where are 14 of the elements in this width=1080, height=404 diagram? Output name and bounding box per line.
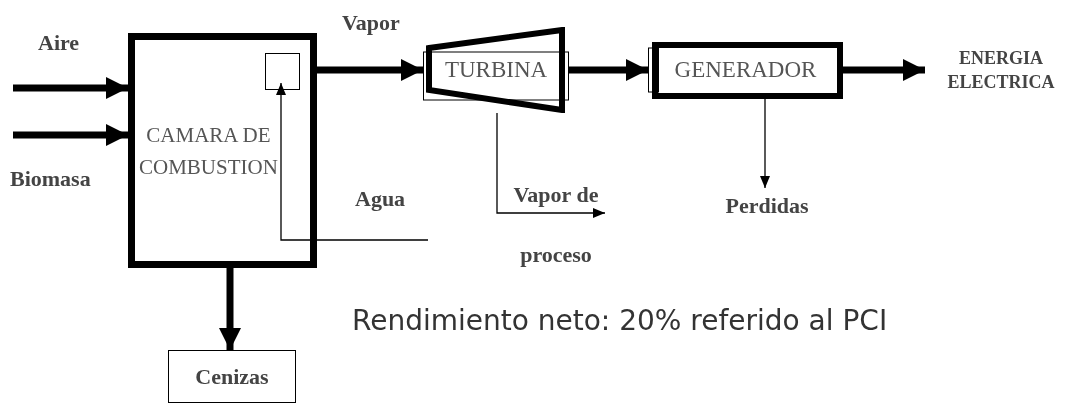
edge-label: Biomasa — [10, 165, 92, 193]
edge-label: Agua — [355, 185, 407, 213]
output-label: Perdidas — [712, 188, 822, 222]
arrow — [760, 98, 770, 189]
edge-label: Vapor de proceso — [512, 181, 600, 269]
output-label: ENERGIA ELECTRICA — [925, 42, 1077, 98]
combustion-chamber-box: CAMARA DE COMBUSTION — [128, 33, 317, 268]
arrow — [496, 112, 606, 218]
note-text: Rendimiento neto: 20% referido al PCI — [352, 303, 888, 339]
edge-label: Vapor — [342, 9, 401, 37]
edge-label: Aire — [38, 29, 81, 57]
ash-box: Cenizas — [168, 350, 296, 403]
arrow — [276, 82, 429, 241]
small-square — [265, 53, 300, 90]
